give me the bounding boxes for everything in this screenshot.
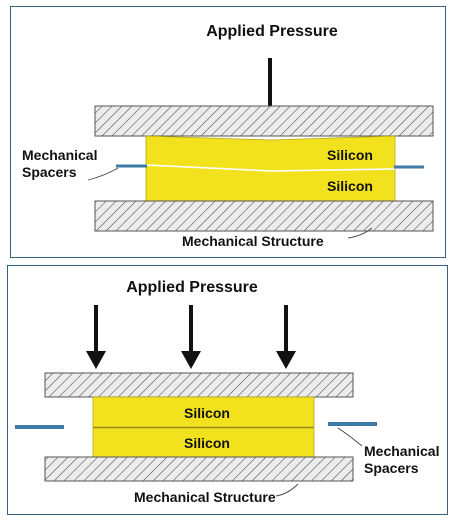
bottom-upper-plate — [44, 372, 354, 398]
top-silicon-upper-label: Silicon — [327, 147, 373, 163]
bottom-silicon-lower-label: Silicon — [184, 435, 230, 451]
bottom-silicon-upper — [92, 396, 315, 428]
bottom-spacer-leader — [337, 427, 363, 447]
top-silicon-stack — [145, 135, 396, 202]
bottom-diagram: Applied Pressure Silicon Silicon M — [15, 279, 439, 505]
bottom-spacer-label-line1: Mechanical — [364, 443, 439, 459]
bottom-lower-plate — [44, 456, 354, 482]
bottom-silicon-lower — [92, 427, 315, 458]
top-lower-plate — [94, 200, 434, 232]
top-structure-label: Mechanical Structure — [182, 233, 324, 249]
bottom-structure-label: Mechanical Structure — [134, 489, 276, 505]
top-diagram: Applied Pressure Silicon Silicon Mechani… — [22, 23, 434, 249]
bottom-structure-leader — [275, 483, 299, 497]
top-spacer-label-line2: Spacers — [22, 164, 77, 180]
top-upper-plate — [94, 105, 434, 137]
bottom-pressure-arrow-left — [86, 305, 106, 369]
bottom-applied-pressure-label: Applied Pressure — [126, 279, 258, 296]
bottom-silicon-stack — [92, 396, 315, 458]
top-applied-pressure-label: Applied Pressure — [206, 23, 338, 40]
top-spacer-label-line1: Mechanical — [22, 147, 97, 163]
top-structure-leader — [347, 227, 373, 239]
top-silicon-lower-label: Silicon — [327, 178, 373, 194]
bottom-pressure-arrow-right — [276, 305, 296, 369]
bottom-silicon-upper-label: Silicon — [184, 405, 230, 421]
bottom-pressure-arrow-center — [181, 305, 201, 369]
top-spacer-leader — [87, 167, 119, 181]
bottom-spacer-label-line2: Spacers — [364, 460, 419, 476]
